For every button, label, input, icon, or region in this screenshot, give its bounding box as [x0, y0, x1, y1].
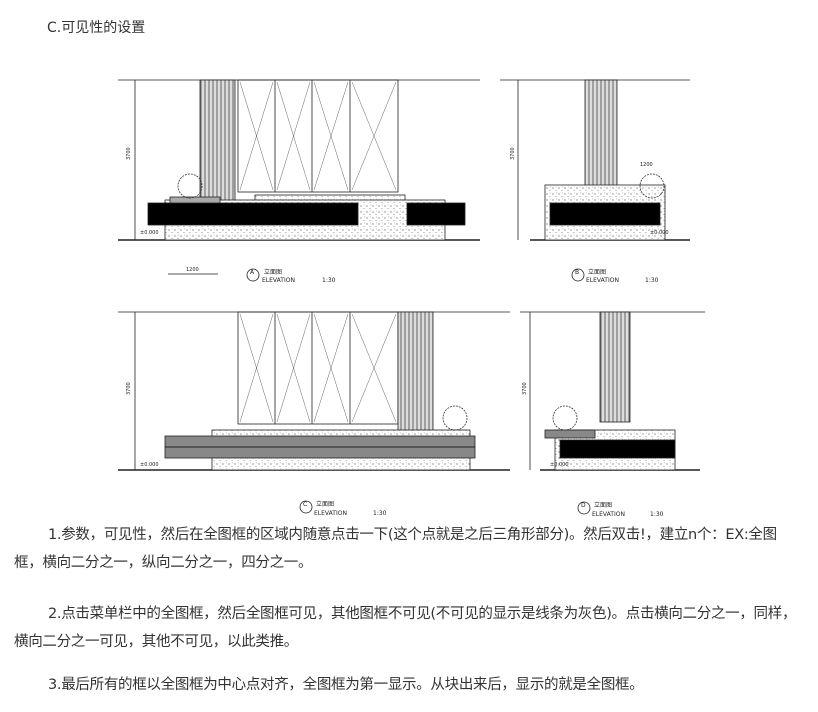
- section-heading: C.可见性的设置: [47, 20, 146, 36]
- svg-text:B: B: [575, 269, 579, 276]
- paragraph-3: 3.最后所有的框以全图框为中心点对齐，全图框为第一显示。从块出来后，显示的就是全…: [48, 677, 644, 693]
- svg-text:ELEVATION: ELEVATION: [586, 277, 619, 284]
- paragraph-2: 2.点击菜单栏中的全图框，然后全图框可见，其他图框不可见(不可见的显示是线条为灰…: [14, 606, 797, 650]
- svg-text:1:30: 1:30: [322, 277, 336, 284]
- elevation-d: 3700 ±0.000 D 立面图 ELEVATION 1:30: [520, 311, 705, 518]
- elevation-a: 3700 ±0.000 1200 A 立面图 ELEVATION 1:30: [118, 79, 480, 284]
- elevation-c: 3700 ±0.000 C 立面图 ELEVATION 1:30: [118, 311, 510, 517]
- svg-text:±0.000: ±0.000: [650, 230, 669, 236]
- svg-text:ELEVATION: ELEVATION: [592, 511, 625, 518]
- elevation-b: 3700 1200 ±0.000 B 立面图 ELEVATION 1:30: [500, 79, 690, 284]
- paragraph-1: 1.参数，可见性，然后在全图框的区域内随意点击一下(这个点就是之后三角形部分)。…: [14, 527, 777, 571]
- svg-text:1200: 1200: [186, 267, 199, 273]
- svg-text:D: D: [581, 502, 586, 509]
- svg-text:A: A: [250, 269, 255, 276]
- svg-text:3700: 3700: [126, 382, 132, 395]
- svg-text:C: C: [303, 501, 307, 508]
- svg-text:3700: 3700: [522, 382, 528, 395]
- svg-text:±0.000: ±0.000: [140, 230, 159, 236]
- svg-text:±0.000: ±0.000: [140, 462, 159, 468]
- elevation-drawings: 3700 ±0.000 1200 A 立面图 ELEVATION 1:30 37…: [118, 79, 705, 518]
- svg-text:1:30: 1:30: [650, 511, 664, 518]
- svg-text:3700: 3700: [126, 147, 132, 160]
- svg-text:1200: 1200: [640, 162, 653, 168]
- svg-text:立面图: 立面图: [316, 500, 334, 508]
- svg-text:ELEVATION: ELEVATION: [262, 277, 295, 284]
- svg-text:3700: 3700: [510, 147, 516, 160]
- svg-text:立面图: 立面图: [594, 501, 612, 509]
- svg-text:±0.000: ±0.000: [550, 462, 569, 468]
- svg-text:1:30: 1:30: [645, 277, 659, 284]
- svg-text:立面图: 立面图: [264, 268, 282, 276]
- svg-text:立面图: 立面图: [588, 268, 606, 276]
- svg-text:1:30: 1:30: [373, 510, 387, 517]
- svg-text:ELEVATION: ELEVATION: [314, 510, 347, 517]
